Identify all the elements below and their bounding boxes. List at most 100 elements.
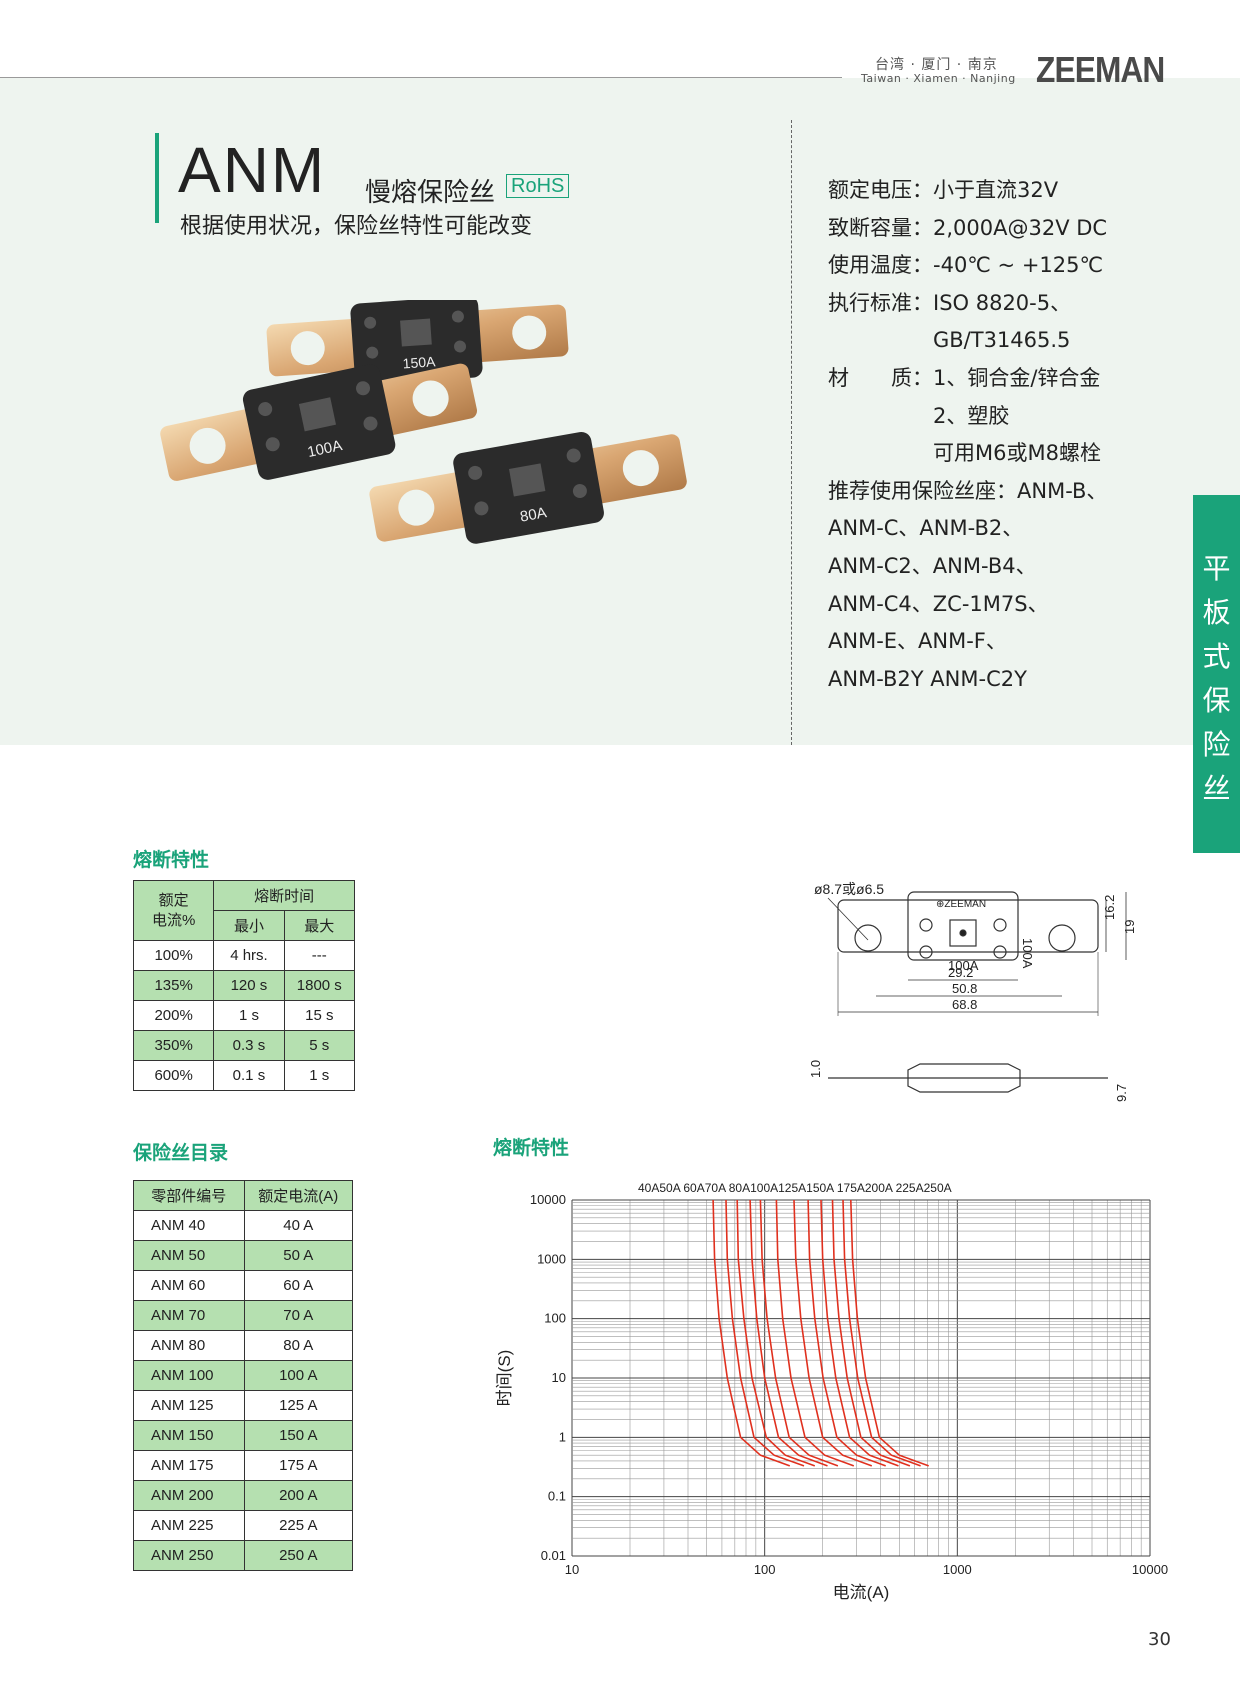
cell-min: 4 hrs. — [213, 940, 285, 971]
curve-80A — [759, 1199, 839, 1467]
cell-rate: 600% — [132, 1060, 215, 1091]
cell-part: ANM 200 — [133, 1480, 245, 1511]
table-row: 350% 0.3 s 5 s — [132, 1030, 356, 1061]
y-tick-label: 0.1 — [548, 1489, 566, 1504]
header-cities-en: Taiwan · Xiamen · Nanjing — [861, 72, 1016, 85]
dim-19: 19 — [1122, 920, 1137, 934]
cell-part: ANM 100 — [133, 1360, 245, 1391]
fuse-80a-image: 80A — [369, 431, 687, 544]
y-tick-label: 1000 — [537, 1251, 566, 1266]
product-note: 根据使用状况，保险丝特性可能改变 — [180, 214, 533, 239]
x-tick-label: 10 — [565, 1562, 579, 1577]
fuse-char-table: 额定 电流% 熔断时间 最小 最大 100% 4 hrs. --- 135% 1… — [132, 880, 356, 1091]
col-min: 最小 — [213, 910, 285, 941]
spec-line: ANM-C、ANM-B2、 — [828, 516, 1024, 541]
y-axis-label: 时间(S) — [495, 1350, 514, 1407]
y-tick-label: 10 — [552, 1370, 566, 1385]
cell-rate: 200% — [132, 1000, 215, 1031]
hole-diameter-label: ø8.7或ø6.5 — [814, 881, 884, 897]
dim-1-0: 1.0 — [808, 1060, 823, 1078]
fuse-100a-image: 100A — [160, 363, 478, 481]
col-max: 最大 — [283, 910, 356, 941]
curve-200A — [831, 1199, 911, 1467]
drawing-fuse-label-vertical: 100A — [1020, 938, 1035, 969]
spec-line: GB/T31465.5 — [828, 328, 1071, 353]
cell-rate: 350% — [132, 1030, 215, 1061]
product-photo: 150A 100A 80A — [145, 295, 735, 604]
curve-250A — [850, 1199, 929, 1467]
y-tick-label: 10000 — [530, 1192, 566, 1207]
spec-line: ANM-B2Y ANM-C2Y — [828, 666, 1027, 691]
header-cities-cn: 台湾 · 厦门 · 南京 — [875, 57, 998, 73]
x-tick-label: 10000 — [1132, 1562, 1168, 1577]
product-title: ANM — [178, 134, 327, 206]
drawing-fuse-label: 100A — [948, 958, 979, 973]
curve-150A — [807, 1199, 886, 1467]
cell-max: --- — [283, 940, 356, 971]
cell-current: 150 A — [243, 1420, 354, 1451]
curve-40A — [712, 1199, 791, 1467]
x-tick-label: 1000 — [943, 1562, 972, 1577]
cell-current: 225 A — [243, 1510, 354, 1541]
spec-line: ANM-C2、ANM-B4、 — [828, 553, 1037, 578]
cell-current: 80 A — [243, 1330, 354, 1361]
cell-rate: 135% — [132, 970, 215, 1001]
product-subtitle: 慢熔保险丝 — [365, 178, 496, 208]
curve-100A — [775, 1199, 855, 1467]
side-tab-char: 板 — [1202, 596, 1231, 629]
spec-line: 2、塑胶 — [828, 403, 1010, 428]
x-axis-label: 电流(A) — [833, 1583, 890, 1602]
table-row: 200% 1 s 15 s — [132, 1000, 356, 1031]
cell-part: ANM 60 — [133, 1270, 245, 1301]
fuse-label-100a: 100A — [306, 437, 344, 461]
title-accent-bar — [155, 133, 159, 223]
spec-line: 可用M6或M8螺栓 — [828, 441, 1101, 466]
cell-min: 120 s — [213, 970, 285, 1001]
hero-background — [0, 78, 1240, 745]
cell-current: 125 A — [243, 1390, 354, 1421]
spec-line: 额定电压：小于直流32V — [828, 178, 1059, 202]
side-tab-char: 保 — [1202, 684, 1231, 717]
cell-current: 60 A — [243, 1270, 354, 1301]
spec-line: 使用温度：-40℃ ~ +125℃ — [828, 253, 1104, 278]
x-tick-label: 100 — [754, 1562, 776, 1577]
cell-max: 15 s — [283, 1000, 356, 1031]
svg-text:⊕ZEEMAN: ⊕ZEEMAN — [936, 899, 986, 910]
cell-part: ANM 125 — [133, 1390, 245, 1421]
cell-part: ANM 225 — [133, 1510, 245, 1541]
cell-max: 5 s — [283, 1030, 356, 1061]
spec-line: 执行标准：ISO 8820-5、 — [828, 290, 1072, 315]
side-tab-char: 平 — [1202, 552, 1231, 585]
rohs-badge: RoHS — [506, 174, 570, 198]
table-row: 600% 0.1 s 1 s — [132, 1060, 356, 1091]
cell-part: ANM 175 — [133, 1450, 245, 1481]
divider-dashed — [791, 120, 792, 745]
cell-min: 0.1 s — [213, 1060, 285, 1091]
curve-225A — [842, 1199, 921, 1467]
col-fuse-time: 熔断时间 — [213, 880, 355, 911]
spec-line: 推荐使用保险丝座：ANM-B、 — [828, 478, 1108, 503]
fuse-char-heading: 熔断特性 — [133, 849, 210, 871]
cell-min: 0.3 s — [213, 1030, 285, 1061]
table-row: 100% 4 hrs. --- — [132, 940, 356, 971]
fuse-label-150a: 150A — [402, 353, 436, 371]
header-rule — [0, 77, 842, 78]
category-side-tab: 平 板 式 保 险 丝 — [1193, 495, 1240, 853]
cell-current: 70 A — [243, 1300, 354, 1331]
spec-list: 额定电压：小于直流32V 致断容量：2,000A@32V DC 使用温度：-40… — [828, 172, 1107, 698]
cell-part: ANM 50 — [133, 1240, 245, 1271]
cell-part: ANM 70 — [133, 1300, 245, 1331]
cell-current: 50 A — [243, 1240, 354, 1271]
cell-max: 1800 s — [283, 970, 356, 1001]
brand-logo: ZEEMAN — [1036, 50, 1196, 92]
y-tick-label: 0.01 — [541, 1548, 566, 1563]
spec-line: 致断容量：2,000A@32V DC — [828, 215, 1108, 240]
